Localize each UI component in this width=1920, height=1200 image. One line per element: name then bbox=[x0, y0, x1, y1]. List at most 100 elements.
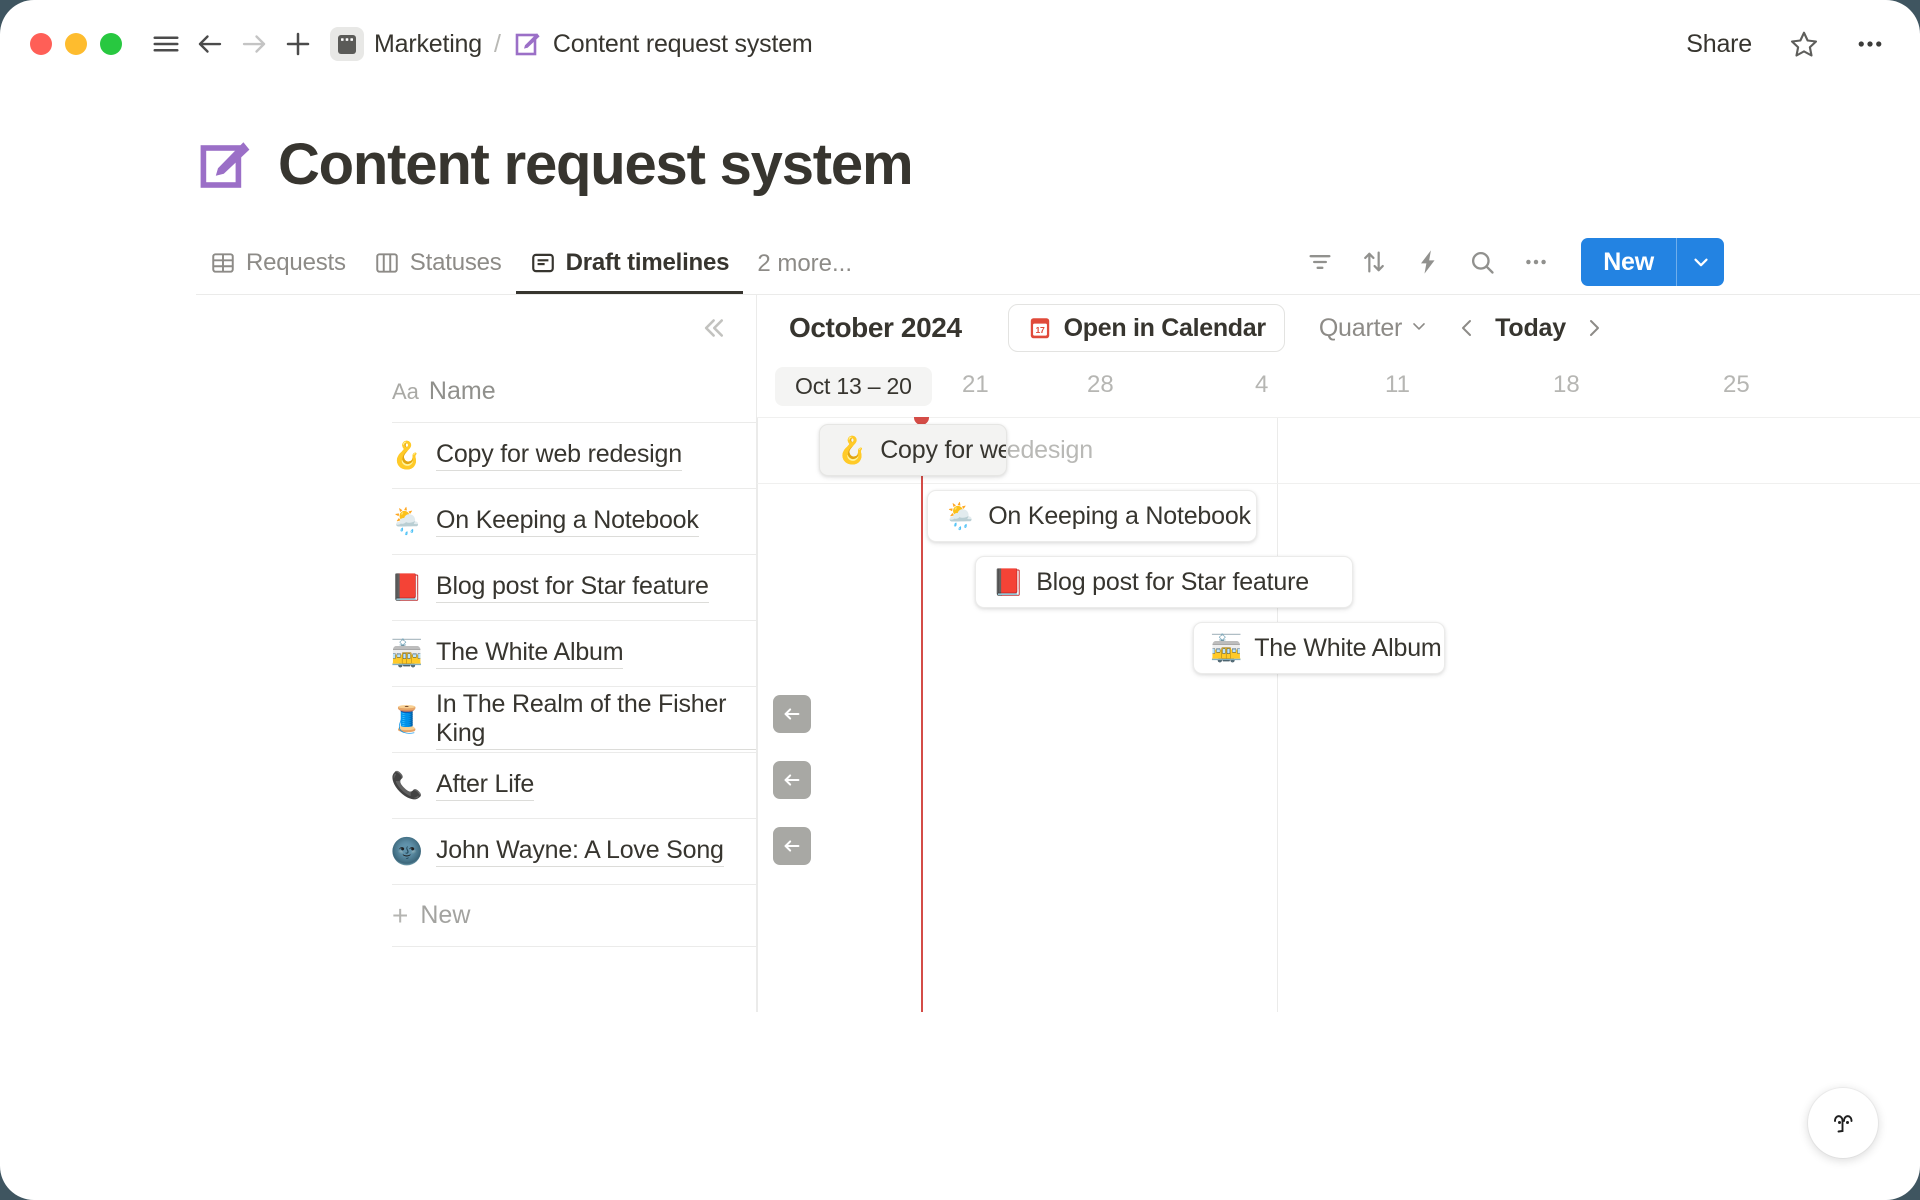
row-title[interactable]: The White Album bbox=[436, 638, 624, 669]
breadcrumb-workspace[interactable]: Marketing bbox=[374, 29, 482, 58]
plus-icon[interactable] bbox=[276, 22, 320, 66]
hamburger-icon[interactable] bbox=[144, 22, 188, 66]
bar-label: Blog post for Star feature bbox=[1036, 567, 1309, 596]
forward-arrow-icon[interactable] bbox=[232, 22, 276, 66]
lightning-icon[interactable] bbox=[1407, 241, 1449, 283]
row-title[interactable]: After Life bbox=[436, 770, 534, 801]
view-more-icon[interactable] bbox=[1515, 241, 1557, 283]
bar-label: The White Album bbox=[1254, 633, 1442, 662]
row-title[interactable]: On Keeping a Notebook bbox=[436, 506, 699, 537]
timeline-bar[interactable]: 🌦️ On Keeping a Notebook bbox=[927, 490, 1257, 542]
workspace-icon[interactable] bbox=[330, 27, 364, 61]
page-title: Content request system bbox=[278, 132, 914, 197]
today-button[interactable]: Today bbox=[1495, 313, 1566, 342]
new-row-label: New bbox=[420, 901, 471, 929]
calendar-icon: 17 bbox=[1027, 315, 1053, 341]
name-column: Aa Name 🪝 Copy for web redesign 🌦️ On Ke… bbox=[196, 295, 756, 1012]
ruler-tick: 11 bbox=[1385, 371, 1410, 398]
view-tabs: Requests Statuses Draft timelines 2 more… bbox=[196, 234, 866, 294]
sort-icon[interactable] bbox=[1353, 241, 1395, 283]
row-emoji-icon: 🪝 bbox=[390, 440, 424, 470]
title-bar: Marketing / Content request system Share bbox=[0, 0, 1920, 88]
timeline-scale-select[interactable]: Quarter bbox=[1319, 314, 1429, 343]
row-title[interactable]: In The Realm of the Fisher King bbox=[436, 690, 756, 750]
ruler-tick-current[interactable]: Oct 13 – 20 bbox=[775, 367, 932, 406]
tab-label: Requests bbox=[246, 248, 346, 276]
timeline-bar[interactable]: 🪝 Copy for web redesign bbox=[819, 424, 1007, 476]
bar-emoji-icon: 📕 bbox=[992, 566, 1025, 597]
today-marker-line bbox=[914, 417, 929, 1012]
new-row-button[interactable]: + New bbox=[392, 885, 756, 947]
collapse-row bbox=[392, 295, 756, 361]
tabs-more-button[interactable]: 2 more... bbox=[757, 250, 853, 277]
row-emoji-icon: 🌚 bbox=[390, 836, 424, 866]
grid-line bbox=[757, 417, 758, 1012]
ruler-tick: 21 bbox=[962, 371, 989, 398]
breadcrumb-page[interactable]: Content request system bbox=[552, 29, 813, 58]
offscreen-left-marker[interactable] bbox=[773, 827, 811, 865]
bar-label: Copy for web redesign bbox=[880, 435, 1006, 464]
page-icon[interactable] bbox=[196, 136, 254, 194]
table-row[interactable]: 🌦️ On Keeping a Notebook bbox=[391, 489, 756, 555]
svg-text:17: 17 bbox=[1035, 325, 1044, 335]
new-button-label[interactable]: New bbox=[1603, 247, 1654, 276]
new-button[interactable]: New bbox=[1581, 238, 1724, 286]
row-title[interactable]: Copy for web redesign bbox=[436, 440, 682, 471]
table-row[interactable]: 📕 Blog post for Star feature bbox=[391, 555, 756, 621]
window-traffic-lights bbox=[30, 33, 122, 55]
row-emoji-icon: 🧵 bbox=[390, 704, 424, 734]
open-in-calendar-label: Open in Calendar bbox=[1063, 313, 1266, 342]
tab-statuses[interactable]: Statuses bbox=[360, 234, 516, 294]
breadcrumb: Marketing / Content request system bbox=[330, 27, 813, 61]
row-title[interactable]: John Wayne: A Love Song bbox=[436, 836, 724, 867]
back-arrow-icon[interactable] bbox=[188, 22, 232, 66]
notion-ai-face-icon[interactable] bbox=[1808, 1088, 1878, 1158]
chevrons-left-icon[interactable] bbox=[698, 313, 728, 343]
chevron-down-icon bbox=[1409, 314, 1429, 343]
star-icon[interactable] bbox=[1782, 22, 1826, 66]
table-icon bbox=[210, 250, 236, 276]
timeline-navigation: Today bbox=[1455, 314, 1606, 343]
plus-icon: + bbox=[392, 899, 409, 931]
timeline-bar[interactable]: 🚋 The White Album bbox=[1193, 622, 1445, 674]
table-row[interactable]: 🚋 The White Album bbox=[391, 621, 756, 687]
bar-emoji-icon: 🌦️ bbox=[944, 500, 977, 531]
board-icon bbox=[374, 250, 400, 276]
minimize-window-button[interactable] bbox=[65, 33, 87, 55]
open-in-calendar-button[interactable]: 17 Open in Calendar bbox=[1007, 304, 1285, 352]
text-property-icon: Aa bbox=[392, 378, 419, 404]
name-column-header-label: Name bbox=[428, 377, 496, 405]
titlebar-actions: Share bbox=[1678, 22, 1892, 66]
name-column-header[interactable]: Aa Name bbox=[392, 361, 756, 423]
offscreen-left-marker[interactable] bbox=[773, 695, 811, 733]
maximize-window-button[interactable] bbox=[100, 33, 122, 55]
table-row[interactable]: 🪝 Copy for web redesign bbox=[390, 423, 756, 489]
search-icon[interactable] bbox=[1461, 241, 1503, 283]
timeline-header: October 2024 17 Open in Calendar Quarter bbox=[757, 295, 1920, 361]
chevron-left-icon[interactable] bbox=[1455, 316, 1479, 340]
today-marker-dot bbox=[914, 417, 929, 425]
page-emoji-icon bbox=[513, 29, 543, 59]
timeline-bar[interactable]: 📕 Blog post for Star feature bbox=[975, 556, 1353, 608]
close-window-button[interactable] bbox=[30, 33, 52, 55]
tab-draft-timelines[interactable]: Draft timelines bbox=[515, 234, 744, 294]
row-title[interactable]: Blog post for Star feature bbox=[436, 572, 709, 603]
filter-icon[interactable] bbox=[1299, 241, 1341, 283]
table-row[interactable]: 🧵 In The Realm of the Fisher King bbox=[390, 687, 756, 753]
grid-hline bbox=[757, 483, 1920, 484]
grid-line bbox=[1277, 417, 1278, 1012]
ruler-tick: 25 bbox=[1723, 371, 1750, 398]
chevron-right-icon[interactable] bbox=[1582, 316, 1606, 340]
share-button[interactable]: Share bbox=[1686, 29, 1752, 58]
offscreen-left-marker[interactable] bbox=[773, 761, 811, 799]
tab-requests[interactable]: Requests bbox=[196, 234, 360, 294]
timeline-panel: October 2024 17 Open in Calendar Quarter bbox=[756, 295, 1920, 1012]
tab-label: Statuses bbox=[409, 248, 502, 276]
grid-hline bbox=[757, 417, 1920, 418]
chevron-down-icon[interactable] bbox=[1676, 238, 1724, 286]
more-options-icon[interactable] bbox=[1848, 22, 1892, 66]
table-row[interactable]: 📞 After Life bbox=[390, 753, 756, 819]
timeline-scale-label: Quarter bbox=[1318, 313, 1403, 342]
row-emoji-icon: 📞 bbox=[390, 770, 424, 800]
table-row[interactable]: 🌚 John Wayne: A Love Song bbox=[390, 819, 756, 885]
